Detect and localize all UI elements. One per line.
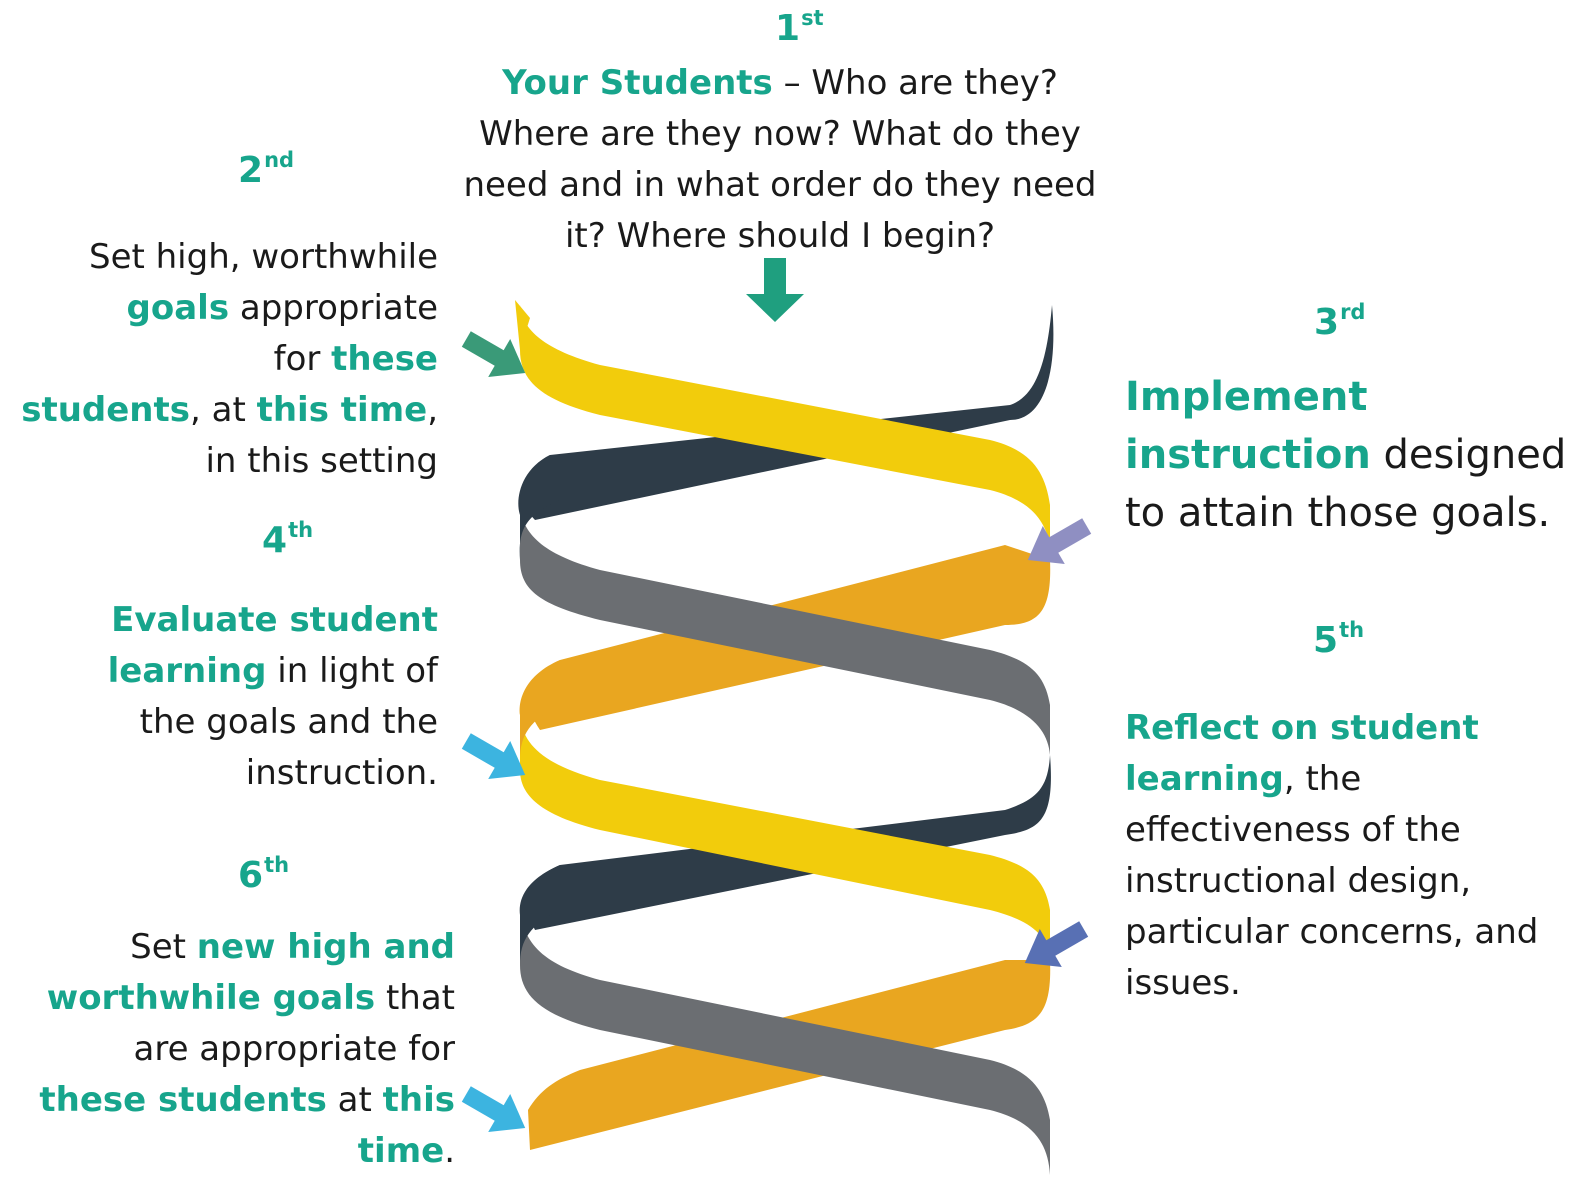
highlighted-text: students [21,390,190,430]
plain-text: are appropriate for [133,1029,455,1069]
text-line: instruction. [0,748,438,799]
highlighted-text: goals [126,288,230,328]
text-line: effectiveness of the [1125,805,1585,856]
step-6-number: 6th [238,853,290,896]
helix-turn-dark-left-1 [518,455,560,560]
step-4-number: 4th [262,518,314,561]
helix-turn-dark-left-2 [519,865,560,965]
plain-text: designed [1370,432,1567,478]
step-1-text: Your Students – Who are they? Where are t… [420,58,1140,262]
text-line: need and in what order do they need [420,160,1140,211]
helix-top-curl [515,300,530,350]
text-line: Where are they now? What do they [420,109,1140,160]
plain-text: in this setting [205,441,438,481]
highlighted-text: time [357,1131,445,1171]
text-line: instruction designed [1125,426,1585,484]
helix-front-segment-yellow-2 [520,715,1050,960]
text-line: to attain those goals. [1125,484,1585,542]
plain-text: Set [130,927,197,967]
text-line: worthwhile goals that [0,973,455,1024]
step-4-text: Evaluate student learning in light of the … [0,595,438,799]
arrow-3rd-icon [1027,518,1092,565]
highlighted-text: Evaluate student [111,600,438,640]
plain-text: effectiveness of the [1125,810,1461,850]
highlighted-text: new high and [196,927,455,967]
plain-text: to attain those goals. [1125,490,1551,536]
text-line: Your Students – Who are they? [420,58,1140,109]
plain-text: , [427,390,438,430]
plain-text: particular concerns, and [1125,912,1539,952]
text-line: Implement [1125,368,1585,426]
helix-back-segment-dark-top [523,305,1054,520]
text-line: Reflect on student [1125,703,1585,754]
plain-text: in light of [266,651,438,691]
highlighted-text: learning [107,651,267,691]
text-line: students, at this time, [0,385,438,436]
arrow-5th-icon [1024,921,1089,968]
text-line: Evaluate student [0,595,438,646]
highlighted-text: worthwhile goals [46,978,376,1018]
text-line: learning, the [1125,754,1585,805]
arrow-4th-icon [461,733,526,780]
highlighted-text: Implement [1125,374,1368,420]
text-line: the goals and the [0,697,438,748]
step-5-text: Reflect on student learning, the effective… [1125,703,1585,1009]
plain-text: instruction. [245,753,438,793]
text-line: these students at this [0,1075,455,1126]
text-line: Set new high and [0,922,455,973]
plain-text: issues. [1125,963,1241,1003]
step-3-number: 3rd [1314,300,1366,343]
text-line: particular concerns, and [1125,907,1585,958]
text-line: in this setting [0,436,438,487]
highlighted-text: this [382,1080,455,1120]
highlighted-text: these students [39,1080,327,1120]
plain-text: the goals and the [139,702,438,742]
text-line: time. [0,1126,455,1177]
plain-text: , at [190,390,257,430]
highlighted-text: these [331,339,438,379]
step-2-number: 2nd [238,148,295,191]
plain-text: that [375,978,455,1018]
text-line: for these [0,334,438,385]
plain-text: need and in what order do they need [463,165,1097,205]
plain-text: . [444,1131,455,1171]
plain-text: for [273,339,332,379]
step-3-text: Implement instruction designed to attain t… [1125,368,1585,542]
plain-text: instructional design, [1125,861,1472,901]
step-1-number: 1st [775,6,824,49]
arrow-1st-down-icon [746,258,804,322]
text-line: instructional design, [1125,856,1585,907]
helix-front-segment-gray-1 [520,505,1050,755]
highlighted-text: instruction [1125,432,1371,478]
highlighted-text: Your Students [502,63,773,103]
plain-text: Set high, worthwhile [88,237,438,277]
plain-text: , the [1283,759,1362,799]
helix-front-segment-gray-2 [520,905,1050,1175]
arrow-6th-icon [461,1086,526,1133]
arrow-2nd-icon [461,331,526,378]
text-line: it? Where should I begin? [420,211,1140,262]
plain-text: Where are they now? What do they [479,114,1081,154]
text-line: Set high, worthwhile [0,232,438,283]
text-line: are appropriate for [0,1024,455,1075]
text-line: issues. [1125,958,1585,1009]
highlighted-text: learning [1125,759,1284,799]
highlighted-text: this time [256,390,428,430]
plain-text: – Who are they? [772,63,1058,103]
step-5-number: 5th [1313,618,1365,661]
text-line: goals appropriate [0,283,438,334]
helix-front-segment-yellow-1 [520,305,1050,545]
text-line: learning in light of [0,646,438,697]
plain-text: at [326,1080,383,1120]
helix-turn-orange-left-1 [519,660,560,760]
plain-text: appropriate [229,288,438,328]
highlighted-text: Reflect on student [1125,708,1479,748]
plain-text: it? Where should I begin? [564,216,996,256]
